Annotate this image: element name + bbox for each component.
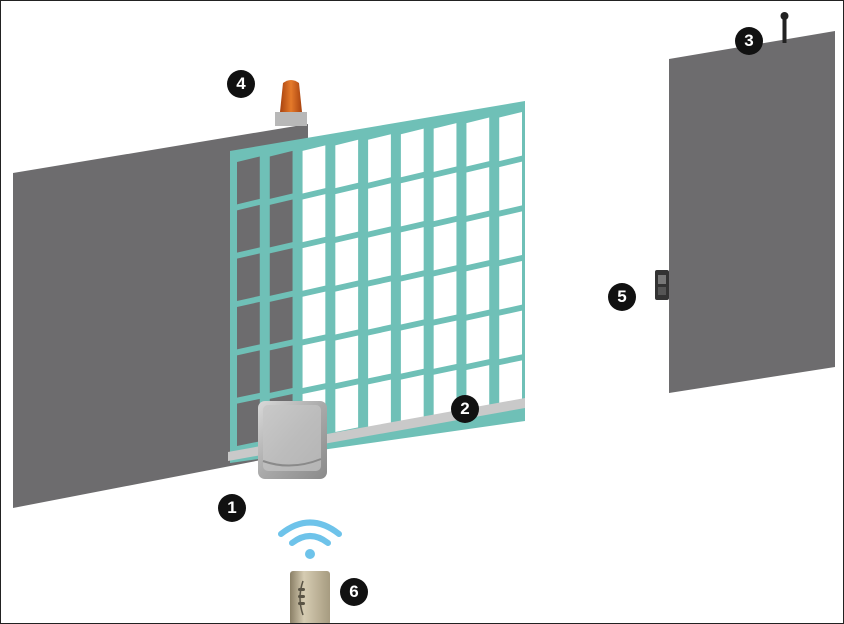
wifi-signal-icon [278, 519, 342, 559]
gate-panel [335, 237, 359, 286]
gate-panel [368, 330, 391, 379]
photocell-sensor [655, 270, 669, 300]
gate-panel [400, 374, 424, 423]
gate-panel [499, 310, 522, 360]
gate-panel [499, 360, 522, 409]
gate-panel [433, 369, 457, 418]
gate-panel [335, 384, 359, 432]
gate-panel [302, 242, 326, 291]
gate-panel [368, 232, 391, 281]
gate-panel [237, 253, 260, 301]
gate-panel [335, 286, 359, 335]
callout-badge-5: 5 [608, 283, 636, 311]
gate-panel [368, 379, 391, 428]
gate-panel [466, 167, 490, 216]
gate-panel [466, 315, 490, 364]
callout-badge-6: 6 [340, 578, 368, 606]
antenna [780, 12, 789, 43]
gate-panel [302, 145, 326, 194]
gate-panel [499, 161, 522, 211]
gate-panel [302, 194, 326, 243]
gate-motor-unit [258, 401, 327, 479]
gate-panel [302, 291, 326, 340]
callout-badge-4: 4 [227, 70, 255, 98]
gate-panel [433, 271, 457, 320]
right-wall [669, 31, 835, 393]
gate-panel [400, 276, 424, 325]
gate-panel [335, 335, 359, 384]
gate-panel [237, 156, 260, 205]
warning-light [275, 80, 307, 126]
callout-badge-1: 1 [218, 494, 246, 522]
wireless-keypad [290, 571, 330, 623]
gate-panel [335, 188, 359, 237]
gate-panel [433, 123, 457, 172]
gate-panel [499, 211, 522, 261]
gate-panel [499, 112, 522, 162]
gate-panel [302, 340, 326, 389]
gate-panel [269, 345, 293, 393]
gate-panel [368, 134, 391, 183]
gate-panel [237, 301, 260, 350]
callout-badge-3: 3 [735, 27, 763, 55]
gate-panel [269, 199, 293, 248]
gate-panel [237, 350, 260, 398]
gate-panel [499, 261, 522, 310]
gate-panel [269, 248, 293, 296]
gate-panel [466, 266, 490, 315]
gate-panel [466, 216, 490, 266]
gate-panel [433, 320, 457, 369]
gate-panel [433, 172, 457, 222]
gate-panel [400, 128, 424, 178]
gate-panel [466, 117, 490, 167]
gate-panel [237, 204, 260, 253]
callout-badge-2: 2 [451, 395, 479, 423]
gate-panel [433, 221, 457, 271]
gate-panel [400, 227, 424, 276]
gate-panel [335, 139, 359, 189]
gate-panel [269, 296, 293, 345]
gate-panel [400, 325, 424, 374]
gate-panel [368, 183, 391, 232]
gate-panel [400, 177, 424, 227]
gate-panel [237, 398, 260, 446]
gate-panel [269, 150, 293, 199]
gate-panel [368, 281, 391, 330]
